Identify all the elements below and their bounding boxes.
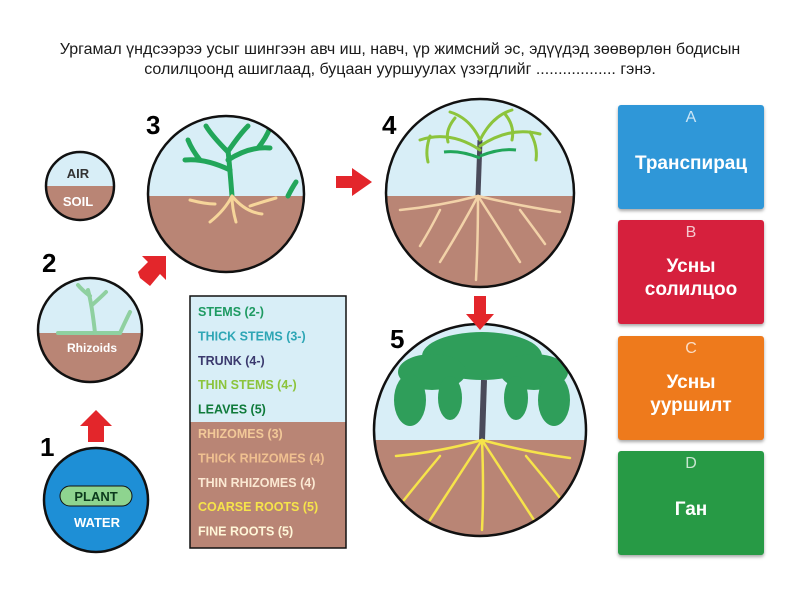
legend-box: STEMS (2-) THICK STEMS (3-) TRUNK (4-) THIN… bbox=[189, 295, 347, 549]
legend-item: TRUNK (4-) bbox=[198, 354, 265, 368]
answer-b-button[interactable]: B Усны солилцоо bbox=[618, 220, 764, 324]
arrow-1-to-2 bbox=[80, 410, 112, 442]
answer-a-letter: A bbox=[685, 109, 697, 126]
legend-item: THIN STEMS (4-) bbox=[198, 378, 297, 392]
answer-d-text: Ган bbox=[674, 498, 708, 520]
legend-item: RHIZOMES (3) bbox=[198, 427, 283, 441]
legend-item: THIN RHIZOMES (4) bbox=[198, 476, 315, 490]
step-5-number: 5 bbox=[390, 324, 404, 354]
plant-growth-diagram: AIR SOIL PLANT WATER 1 Rhizoids 2 bbox=[36, 97, 588, 554]
legend-item: THICK RHIZOMES (4) bbox=[198, 451, 324, 465]
answer-d-letter: D bbox=[685, 455, 697, 472]
water-label: WATER bbox=[74, 515, 121, 530]
step-1-number: 1 bbox=[40, 432, 54, 462]
answer-b-letter: B bbox=[685, 224, 697, 241]
step-1-circle: PLANT WATER bbox=[42, 446, 150, 554]
answer-d-button[interactable]: D Ган bbox=[618, 451, 764, 555]
legend-item: FINE ROOTS (5) bbox=[198, 525, 293, 539]
step-4-circle bbox=[384, 97, 576, 289]
legend-item: THICK STEMS (3-) bbox=[198, 329, 306, 343]
question-text: Ургамал үндсээрээ усыг шингээн авч иш, н… bbox=[59, 41, 741, 78]
step-3-number: 3 bbox=[146, 110, 160, 140]
arrow-3-to-4 bbox=[336, 168, 372, 196]
legend-item: STEMS (2-) bbox=[198, 305, 264, 319]
plant-label: PLANT bbox=[74, 489, 117, 504]
legend-item: COARSE ROOTS (5) bbox=[198, 500, 318, 514]
legend-item: LEAVES (5) bbox=[198, 403, 266, 417]
answer-b-text: Усны солилцоо bbox=[644, 256, 738, 300]
step-3-circle bbox=[146, 114, 306, 274]
rhizoids-label: Rhizoids bbox=[67, 341, 117, 355]
arrow-4-to-5 bbox=[466, 296, 494, 330]
soil-label: SOIL bbox=[63, 194, 93, 209]
step-4-number: 4 bbox=[382, 110, 397, 140]
answer-c-button[interactable]: C Усны ууршилт bbox=[618, 336, 764, 440]
air-label: AIR bbox=[67, 166, 90, 181]
answer-c-text: Усны ууршилт bbox=[650, 372, 732, 416]
answer-c-letter: C bbox=[685, 340, 697, 357]
answer-a-button[interactable]: A Транспирац bbox=[618, 105, 764, 209]
air-soil-circle: AIR SOIL bbox=[44, 150, 116, 222]
step-2-circle: Rhizoids bbox=[36, 276, 144, 384]
answer-a-text: Транспирац bbox=[634, 152, 748, 174]
step-2-number: 2 bbox=[42, 248, 56, 278]
arrow-2-to-3 bbox=[138, 256, 166, 286]
step-5-circle bbox=[372, 322, 588, 538]
